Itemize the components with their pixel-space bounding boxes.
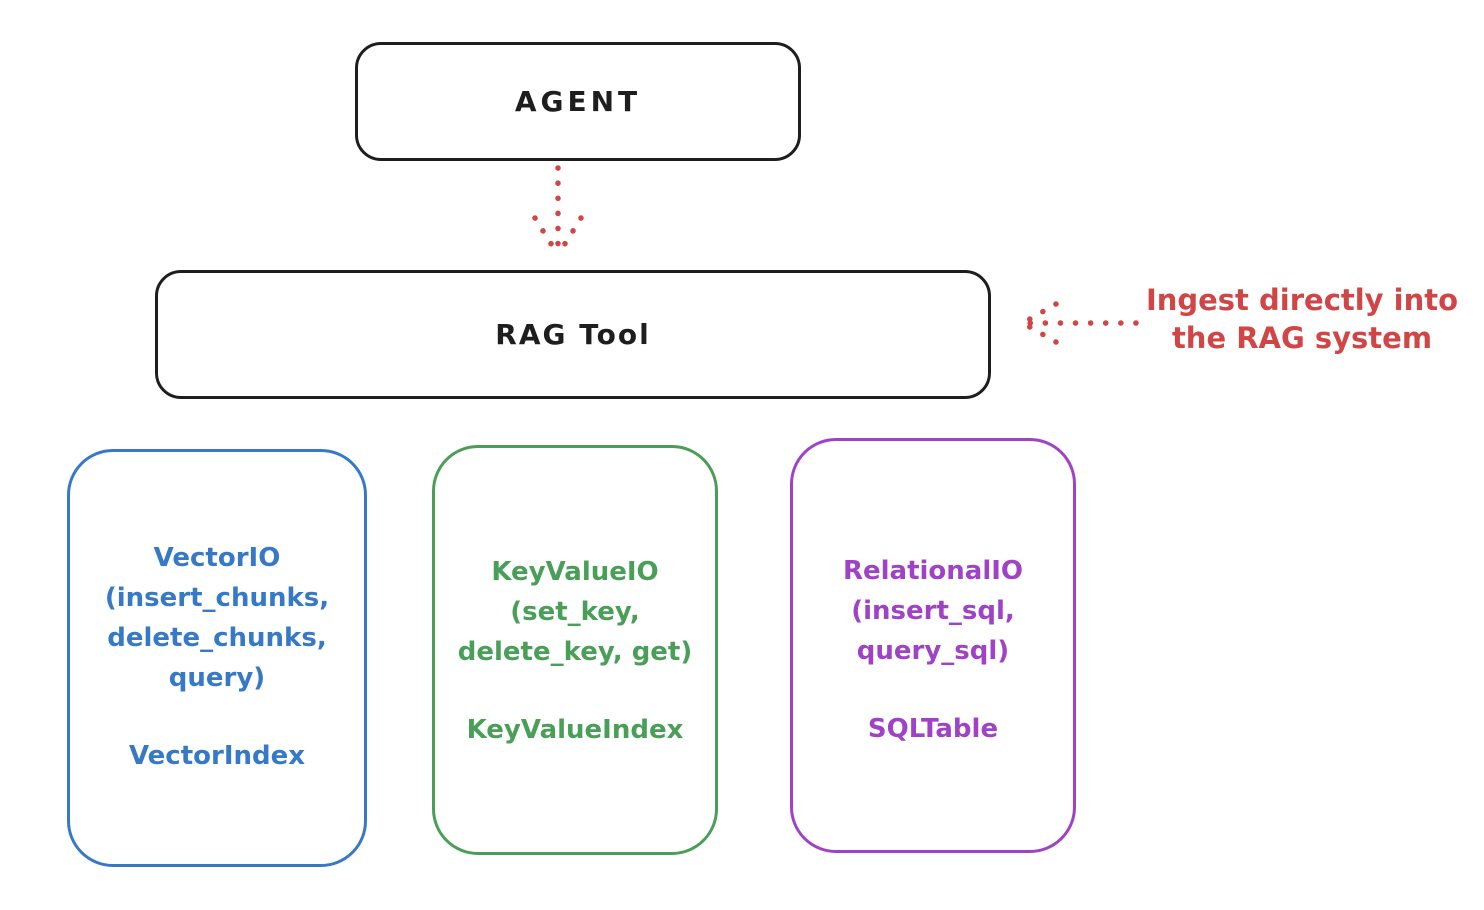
keyvalue-io-method-line: (set_key,: [510, 597, 640, 627]
vector-io-box: VectorIO (insert_chunks, delete_chunks, …: [67, 449, 367, 867]
ingest-annotation-line-2: the RAG system: [1171, 321, 1433, 355]
vector-io-method-line: (insert_chunks,: [104, 583, 330, 613]
relational-io-method-line: (insert_sql,: [851, 596, 1015, 626]
ingest-annotation-line-1: Ingest directly into: [1145, 283, 1459, 317]
ingest-annotation-arrow: [1020, 301, 1139, 345]
rag-tool-label: RAG Tool: [495, 318, 651, 351]
ingest-annotation: Ingest directly into the RAG system: [1120, 281, 1484, 357]
relational-io-method-line: query_sql): [856, 636, 1010, 666]
vector-io-title: VectorIO: [153, 543, 281, 573]
keyvalue-index-label: KeyValueIndex: [466, 715, 684, 745]
keyvalue-io-method-line: delete_key, get): [457, 637, 693, 667]
vector-index-label: VectorIndex: [128, 741, 306, 771]
vector-io-method-line: delete_chunks,: [107, 623, 327, 653]
agent-box: AGENT: [355, 42, 801, 161]
rag-tool-box: RAG Tool: [155, 270, 991, 399]
keyvalue-io-box: KeyValueIO (set_key, delete_key, get) Ke…: [432, 445, 718, 855]
vector-io-method-line: query): [168, 663, 266, 693]
relational-io-box: RelationalIO (insert_sql, query_sql) SQL…: [790, 438, 1076, 853]
relational-io-title: RelationalIO: [842, 556, 1024, 586]
keyvalue-io-title: KeyValueIO: [491, 557, 659, 587]
sql-table-label: SQLTable: [867, 714, 999, 744]
agent-label: AGENT: [514, 85, 642, 118]
agent-to-rag-arrow: [532, 165, 584, 258]
